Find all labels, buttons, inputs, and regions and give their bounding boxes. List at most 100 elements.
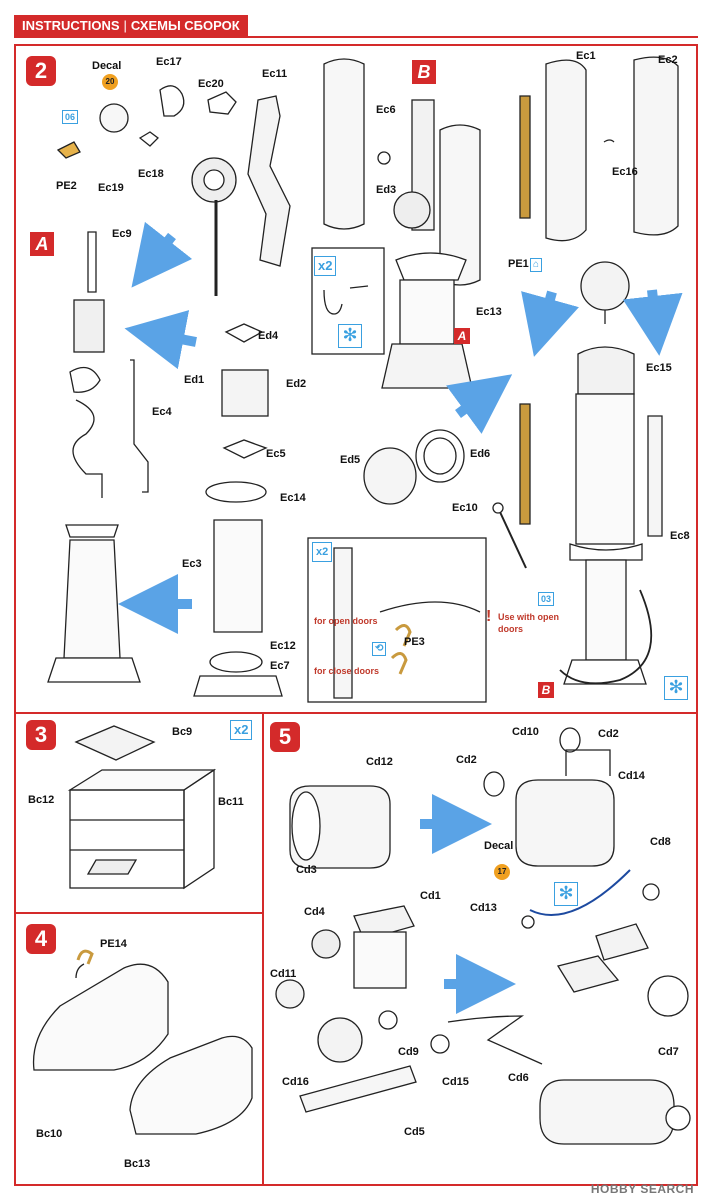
header-rule xyxy=(14,36,698,38)
label-ec14: Ec14 xyxy=(280,492,306,504)
quantity-x2-bc: x2 xyxy=(230,720,253,740)
divider-step3-4 xyxy=(14,912,262,914)
label-cd16: Cd16 xyxy=(282,1076,309,1088)
label-decal: Decal xyxy=(92,60,122,72)
header-title-en: INSTRUCTIONS xyxy=(22,18,120,33)
label-cd12: Cd12 xyxy=(366,756,393,768)
compressor-assembly xyxy=(275,727,691,1145)
label-ec4: Ec4 xyxy=(152,406,172,418)
label-cd1: Cd1 xyxy=(420,890,441,902)
label-cd15: Cd15 xyxy=(442,1076,469,1088)
label-cd6: Cd6 xyxy=(508,1072,529,1084)
label-bc12: Bc12 xyxy=(28,794,55,806)
label-ec5: Ec5 xyxy=(266,448,286,460)
label-cd13: Cd13 xyxy=(470,902,497,914)
door-detail xyxy=(333,547,481,699)
header-separator: | xyxy=(123,18,127,33)
label-cd14: Cd14 xyxy=(618,770,645,782)
label-ed4: Ed4 xyxy=(258,330,279,342)
label-ec3: Ec3 xyxy=(182,558,202,570)
label-pe3: PE3 xyxy=(404,636,425,648)
header-title-ru: СХЕМЫ СБОРОК xyxy=(130,18,240,33)
label-ec9: Ec9 xyxy=(112,228,132,240)
instructions-frame xyxy=(14,44,698,1186)
label-ec10: Ec10 xyxy=(452,502,478,514)
header-tag: INSTRUCTIONS|СХЕМЫ СБОРОК xyxy=(14,15,248,37)
step-number-2: 2 xyxy=(26,56,56,86)
label-bc13: Bc13 xyxy=(124,1158,151,1170)
note-use-open-1: Use with open xyxy=(498,612,560,622)
pump-body-b xyxy=(311,58,481,389)
sub-assembly-a-target: A xyxy=(454,328,470,344)
label-ed5: Ed5 xyxy=(340,454,361,466)
assembly-arrows xyxy=(118,221,683,1014)
snowflake-icon: ✻ xyxy=(338,324,362,348)
divider-vertical xyxy=(262,712,264,1186)
sub-assembly-a-marker: A xyxy=(30,232,54,256)
label-cd2-right: Cd2 xyxy=(598,728,619,740)
label-ec13: Ec13 xyxy=(476,306,502,318)
label-ec2: Ec2 xyxy=(658,54,678,66)
label-cd3: Cd3 xyxy=(296,864,317,876)
flip-icon-pe3: ⟲ xyxy=(372,642,387,656)
label-ec1: Ec1 xyxy=(576,50,596,62)
label-ec8: Ec8 xyxy=(670,530,690,542)
label-ec12: Ec12 xyxy=(270,640,296,652)
label-ec20: Ec20 xyxy=(198,78,224,90)
label-ec11: Ec11 xyxy=(262,68,288,80)
sub-assembly-b-marker: B xyxy=(412,60,436,84)
paint-badge-06: 06 xyxy=(62,110,79,124)
flip-icon: ⌂ xyxy=(530,258,543,272)
door-panels xyxy=(492,56,679,685)
label-decal-tank: Decal xyxy=(484,840,514,852)
label-ec17: Ec17 xyxy=(156,56,182,68)
snowflake-icon-step5: ✻ xyxy=(554,882,578,906)
warning-mark: ! xyxy=(486,608,492,625)
note-open-doors: for open doors xyxy=(314,616,378,626)
label-ed6: Ed6 xyxy=(470,448,491,460)
paint-badge-03: 03 xyxy=(538,592,555,606)
label-cd8: Cd8 xyxy=(650,836,671,848)
label-cd5: Cd5 xyxy=(404,1126,425,1138)
label-ed2: Ed2 xyxy=(286,378,307,390)
decal-number-17: 17 xyxy=(494,864,510,880)
label-bc9: Bc9 xyxy=(172,726,193,738)
watermark-logo: HOBBY SEARCH xyxy=(590,1182,694,1196)
decal-number-20: 20 xyxy=(102,74,118,90)
label-bc10: Bc10 xyxy=(36,1128,63,1140)
label-pe2: PE2 xyxy=(56,180,77,192)
label-ec18: Ec18 xyxy=(138,168,164,180)
globe-parts xyxy=(363,429,465,505)
step-number-3: 3 xyxy=(26,720,56,750)
quantity-x2-pe3: x2 xyxy=(312,542,333,562)
label-pe14: PE14 xyxy=(100,938,127,950)
label-ed1: Ed1 xyxy=(184,374,205,386)
pump-column-assembly xyxy=(47,231,149,683)
base-column-parts xyxy=(193,323,283,697)
battery-box-assembly xyxy=(32,949,253,1135)
pump-head-assembly xyxy=(56,85,291,296)
sub-assembly-b-target: B xyxy=(538,682,554,698)
label-cd9: Cd9 xyxy=(398,1046,419,1058)
label-ec6: Ec6 xyxy=(376,104,396,116)
snowflake-icon-hose: ✻ xyxy=(664,676,688,700)
label-ec15: Ec15 xyxy=(646,362,672,374)
step-number-4: 4 xyxy=(26,924,56,954)
page-header: INSTRUCTIONS|СХЕМЫ СБОРОК xyxy=(0,0,712,44)
note-close-doors: for close doors xyxy=(314,666,380,676)
label-ec16: Ec16 xyxy=(612,166,638,178)
note-use-open-2: doors xyxy=(498,624,524,634)
divider-horizontal xyxy=(14,712,698,714)
label-ed3: Ed3 xyxy=(376,184,397,196)
label-ec19: Ec19 xyxy=(98,182,124,194)
step-number-5: 5 xyxy=(270,722,300,752)
label-cd2-left: Cd2 xyxy=(456,754,477,766)
label-cd11: Cd11 xyxy=(270,968,297,980)
label-bc11: Bc11 xyxy=(218,796,244,808)
label-cd10: Cd10 xyxy=(512,726,539,738)
cage-assembly xyxy=(67,725,217,890)
label-cd7: Cd7 xyxy=(658,1046,679,1058)
label-cd4: Cd4 xyxy=(304,906,325,918)
label-pe1: PE1 xyxy=(508,258,529,270)
